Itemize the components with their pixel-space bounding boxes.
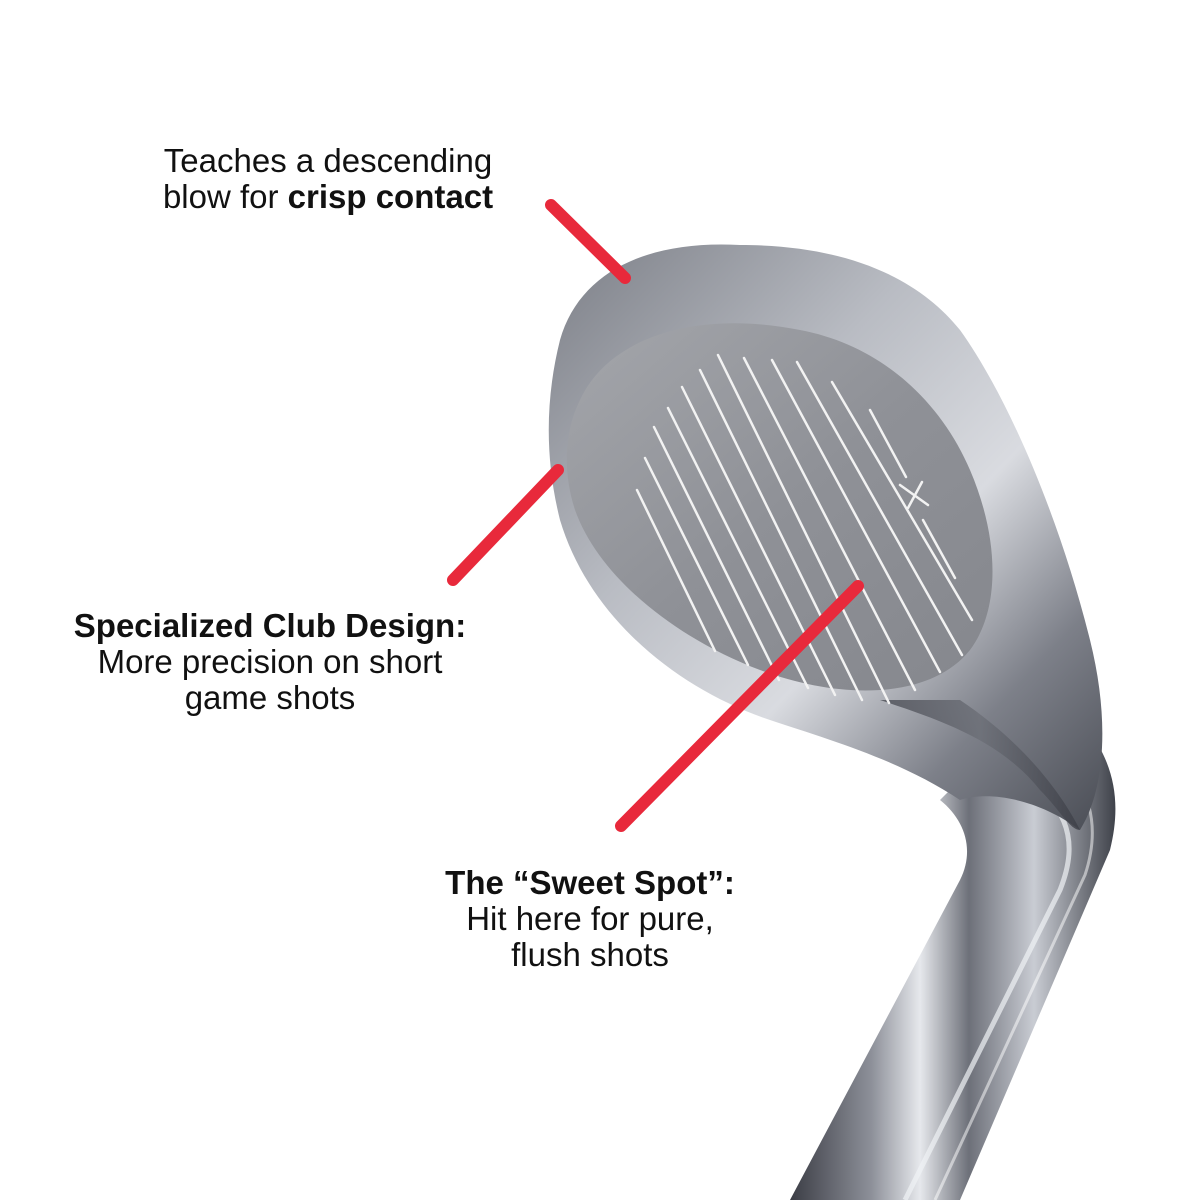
- club-head: [548, 244, 1103, 831]
- callout-text: Hit here for pure,: [466, 900, 714, 937]
- callout-text: blow for crisp contact: [128, 179, 528, 215]
- callout-title: Specialized Club Design:: [73, 607, 467, 644]
- face-marking-x: [898, 480, 930, 510]
- face-grooves: [635, 353, 974, 705]
- callout-text: Teaches a descending: [163, 142, 493, 179]
- callout-club-design: Specialized Club Design: More precision …: [40, 608, 500, 716]
- callout-text-regular: blow for: [162, 178, 288, 215]
- callout-text: flush shots: [511, 936, 669, 973]
- callout-descending-blow: Teaches a descending blow for crisp cont…: [128, 143, 528, 215]
- callout-text: More precision on short: [97, 643, 443, 680]
- callout-text-bold: crisp contact: [287, 178, 494, 215]
- callout-line-sweet-spot: [615, 580, 864, 832]
- callout-line-club-design: [447, 464, 564, 586]
- callout-lines: [447, 199, 864, 832]
- club-face: [566, 323, 993, 691]
- callout-title: The “Sweet Spot”:: [445, 864, 735, 901]
- callout-sweet-spot: The “Sweet Spot”: Hit here for pure, flu…: [410, 865, 770, 973]
- callout-line-descending-blow: [545, 199, 631, 284]
- callout-text: game shots: [184, 679, 356, 716]
